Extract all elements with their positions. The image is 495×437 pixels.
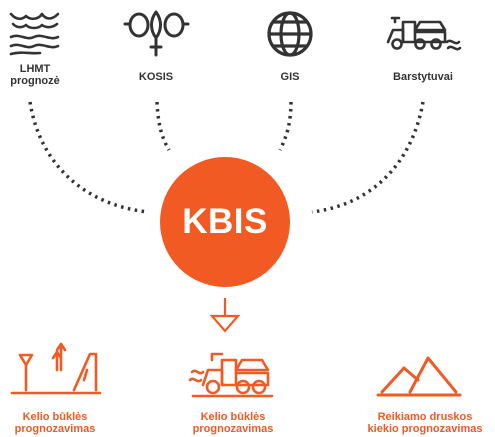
down-arrow-icon	[209, 298, 241, 333]
output-label-road-forecast-line2: prognozavimas	[14, 423, 96, 435]
salt-spreader-output-icon	[188, 352, 274, 398]
source-label-barstytuvai: Barstytuvai	[373, 71, 473, 83]
connector-kosis	[155, 101, 171, 151]
source-label-barstytuvai-line1: Barstytuvai	[393, 71, 453, 83]
output-label-salt-forecast: Reikiamo druskos kiekio prognozavimas	[355, 411, 495, 435]
source-label-gis-line1: GIS	[280, 71, 300, 83]
output-label-road-forecast-line1: Kelio būklės	[22, 411, 88, 423]
connector-barstytuvai	[311, 101, 425, 214]
source-label-kosis-line1: KOSIS	[138, 71, 174, 83]
output-label-road-forecast: Kelio būklės prognozavimas	[0, 411, 110, 435]
output-label-spreader-forecast-line2: prognozavimas	[192, 423, 274, 435]
connector-lhmt	[28, 101, 149, 214]
connectors	[28, 101, 425, 214]
kbis-hub-circle	[160, 157, 290, 287]
salt-pile-icon	[376, 356, 462, 397]
output-label-spreader-forecast-line1: Kelio būklės	[200, 411, 266, 423]
source-label-lhmt: LHMT prognozė	[0, 63, 70, 87]
weather-station-icon	[123, 10, 190, 57]
globe-icon	[267, 11, 313, 57]
output-label-salt-forecast-line2: kiekio prognozavimas	[367, 423, 483, 435]
source-label-lhmt-line2: prognozė	[10, 75, 60, 87]
source-label-gis: GIS	[255, 71, 325, 83]
connector-gis	[278, 101, 293, 151]
output-label-salt-forecast-line1: Reikiamo druskos	[377, 411, 473, 423]
output-label-spreader-forecast: Kelio būklės prognozavimas	[178, 411, 288, 435]
waves-icon	[9, 12, 60, 56]
road-icon	[10, 342, 102, 395]
source-label-kosis: KOSIS	[121, 71, 191, 83]
kbis-hub-label: KBIS	[182, 202, 268, 241]
source-label-lhmt-line1: LHMT	[19, 63, 51, 75]
salt-spreader-icon	[386, 16, 462, 51]
